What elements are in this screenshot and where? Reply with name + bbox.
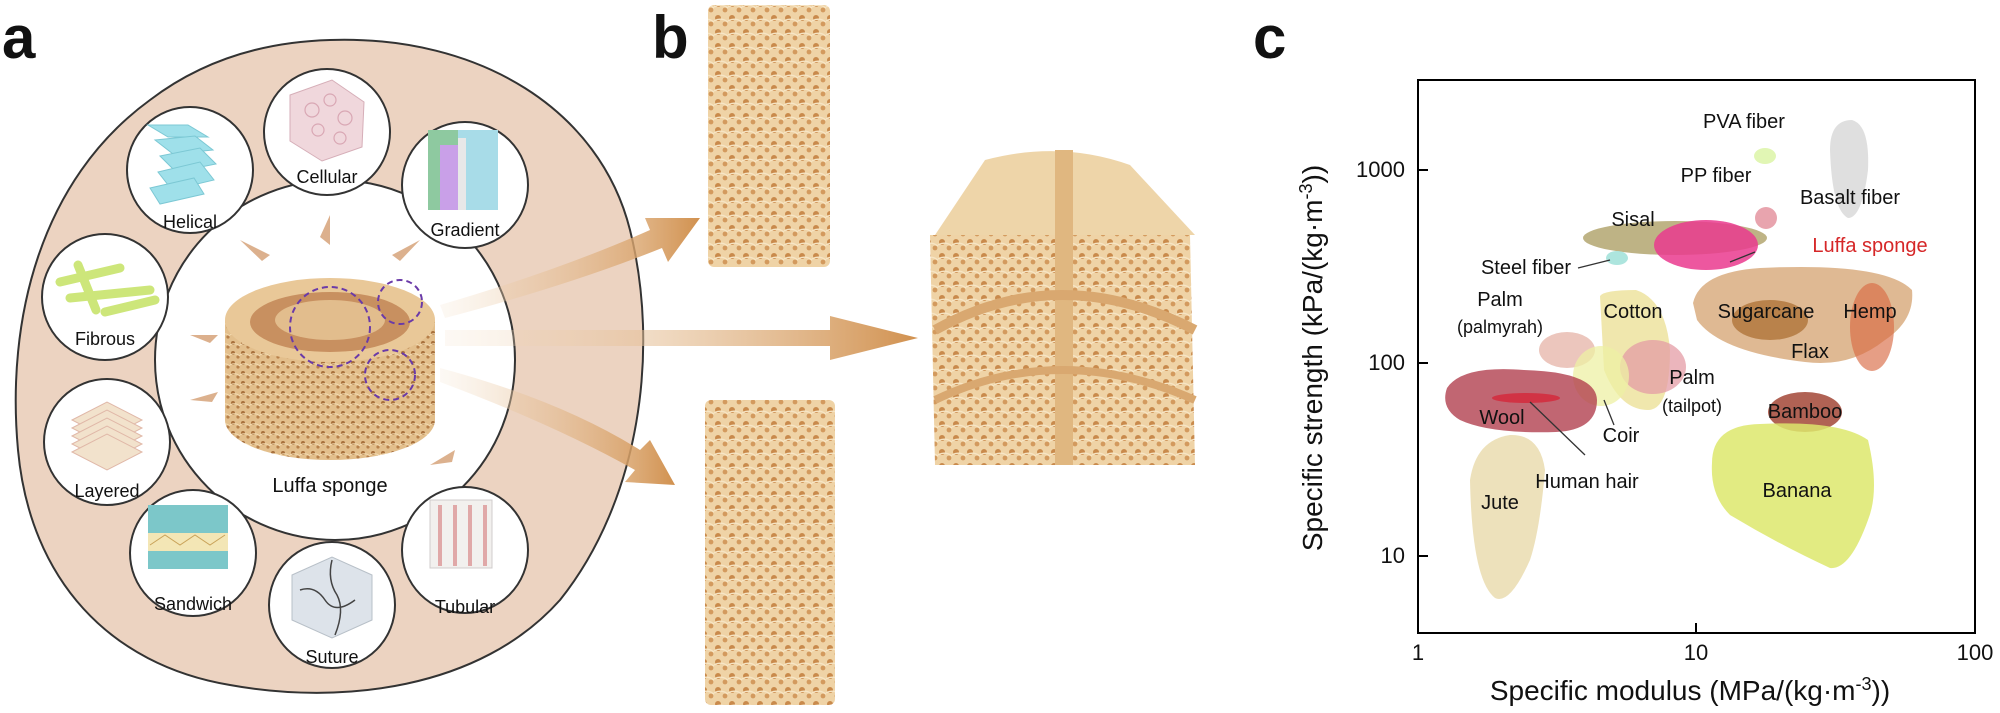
label-cellular: Cellular [296,167,357,187]
label-wool: Wool [1479,407,1524,429]
label-fibrous: Fibrous [75,329,135,349]
structure-cellular: Cellular [263,68,391,196]
panel-c-letter: c [1253,4,1287,71]
region-luffa-sponge [1654,220,1758,270]
panel-b-letter: b [652,4,689,71]
label-palm-palmyrah-2: (palmyrah) [1457,317,1543,337]
region-basalt-fiber [1830,120,1869,218]
label-palm-tailpot-1: Palm [1669,367,1715,389]
label-sandwich: Sandwich [154,594,232,614]
sponge-top [708,5,830,267]
region-sugarcane [1732,300,1808,340]
label-tubular: Tubular [435,597,495,617]
sponge-bottom [705,400,835,705]
structure-sandwich: Sandwich [129,489,257,617]
region-palm-tailpot [1620,340,1686,394]
label-helical: Helical [163,212,217,232]
structure-helical: Helical [126,106,254,234]
panel-a-letter: a [2,4,36,71]
y-axis-title: Specific strength (kPa/(kg·m-3)) [1296,165,1328,551]
regions-layer [1445,120,1913,599]
sponge-section-3d [930,150,1198,465]
label-palm-palmyrah-1: Palm [1477,289,1523,311]
x-tick-100: 100 [1957,640,1994,665]
label-steel-fiber: Steel fiber [1481,257,1571,279]
x-tick-1: 1 [1412,640,1424,665]
label-gradient: Gradient [430,220,499,240]
x-tick-10: 10 [1684,640,1708,665]
y-tick-100: 100 [1368,350,1405,375]
region-banana [1711,423,1874,569]
panel-a-diagram: Cellular Gradient Tubular Suture Sandwic… [14,38,645,694]
region-cotton [1600,290,1670,410]
label-bamboo: Bamboo [1768,401,1843,423]
label-jute: Jute [1481,492,1519,514]
region-jute [1470,434,1545,599]
label-coir: Coir [1603,425,1640,447]
luffa-sponge-image [225,278,435,460]
label-pp-fiber: PP fiber [1681,165,1752,187]
label-hemp: Hemp [1843,301,1896,323]
plot-frame [1417,79,1976,634]
region-wool [1445,369,1597,433]
region-palm-palmyrah [1539,332,1595,368]
label-basalt-fiber: Basalt fiber [1800,187,1900,209]
label-suture: Suture [305,647,358,667]
structure-fibrous: Fibrous [41,233,169,361]
region-coir [1573,346,1629,406]
y-tick-1000: 1000 [1356,157,1405,182]
x-axis-title: Specific modulus (MPa/(kg·m-3)) [1490,674,1890,706]
y-axis-ticks [1418,169,1428,557]
y-tick-10: 10 [1381,543,1405,568]
region-hemp [1850,283,1894,371]
region-sisal [1583,221,1767,255]
structure-gradient: Gradient [401,121,529,249]
label-sisal: Sisal [1611,209,1654,231]
region-bamboo [1768,392,1842,432]
x-axis-ticks [1417,623,1976,633]
label-pva-fiber: PVA fiber [1703,111,1785,133]
label-banana: Banana [1763,480,1833,502]
label-layered: Layered [74,481,139,501]
leader-lines [1529,251,1756,456]
label-palm-tailpot-2: (tailpot) [1662,396,1722,416]
region-steel-fiber [1606,251,1628,265]
label-cotton: Cotton [1604,301,1663,323]
label-sugarcane: Sugarcane [1718,301,1815,323]
structure-layered: Layered [43,378,171,506]
region-flax [1693,266,1913,364]
structure-suture: Suture [268,541,396,669]
region-pp-fiber [1755,207,1777,229]
region-human-hair [1492,393,1560,403]
region-pva-fiber [1754,148,1776,164]
label-luffa-sponge: Luffa sponge [1812,235,1927,257]
structure-tubular: Tubular [401,486,529,617]
label-flax: Flax [1791,341,1829,363]
label-human-hair: Human hair [1535,471,1639,493]
label-luffa-center: Luffa sponge [272,475,387,497]
